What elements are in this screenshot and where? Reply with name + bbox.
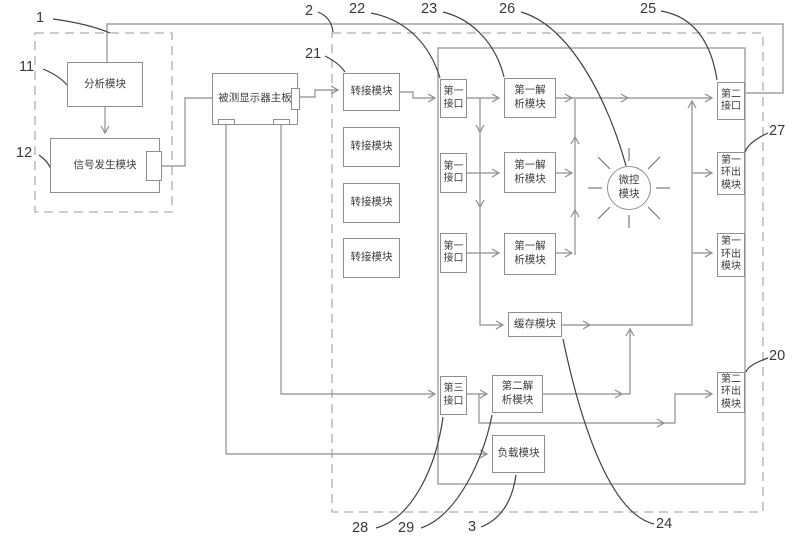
ref-label-28: 28: [352, 520, 369, 536]
first-parser-box-3: 第一解 析模块: [504, 233, 556, 275]
second-loopout-box: 第二 环出 模块: [717, 372, 745, 413]
second-parser-box: 第二解 析模块: [492, 375, 543, 413]
signal-generator-box: 信号发生模块: [50, 138, 160, 193]
first-interface-box-2: 第一 接口: [440, 153, 467, 193]
ref-label-11: 11: [19, 59, 35, 75]
second-interface-box: 第二 接口: [717, 82, 745, 120]
first-interface-box-1: 第一 接口: [440, 79, 467, 118]
ref-label-22: 22: [349, 1, 366, 17]
ref-label-21: 21: [305, 46, 322, 62]
adapter-module-box-1: 转接模块: [343, 73, 400, 111]
ref-label-12: 12: [16, 145, 33, 161]
ref-label-1: 1: [36, 10, 45, 26]
flow-chevrons: [475, 93, 666, 428]
ref-label-3: 3: [468, 519, 477, 535]
first-parser-box-2: 第一解 析模块: [504, 152, 556, 193]
third-interface-box: 第三 接口: [440, 376, 467, 415]
ref-leader-lines: [38, 10, 769, 529]
connector-wires: [100, 23, 784, 459]
ref-label-20: 20: [769, 348, 786, 364]
adapter-module-box-3: 转接模块: [343, 183, 400, 223]
micro-module-spokes: [588, 148, 670, 228]
board-bottom-port-1: [218, 119, 235, 125]
ref-label-27: 27: [769, 123, 786, 139]
first-interface-box-3: 第一 接口: [440, 233, 467, 273]
analysis-module-box: 分析模块: [67, 62, 143, 107]
cache-module-box: 缓存模块: [508, 312, 562, 337]
load-module-box: 负载模块: [492, 435, 545, 473]
signal-output-port: [146, 151, 162, 181]
first-loopout-box-1: 第一 环出 模块: [717, 152, 745, 195]
ref-label-25: 25: [640, 1, 657, 17]
display-board-box: 被测显示器主板: [212, 73, 298, 125]
solid-group-border: [437, 47, 746, 485]
ref-label-26: 26: [499, 1, 516, 17]
first-loopout-box-2: 第一 环出 模块: [717, 233, 745, 277]
micro-control-module-circle: 微控 模块: [607, 166, 651, 210]
ref-label-2: 2: [305, 3, 314, 19]
adapter-module-box-4: 转接模块: [343, 238, 400, 278]
first-parser-box-1: 第一解 析模块: [504, 78, 556, 118]
adapter-module-box-2: 转接模块: [343, 127, 400, 167]
ref-label-24: 24: [656, 516, 673, 532]
ref-label-29: 29: [398, 520, 415, 536]
board-right-port: [291, 88, 300, 110]
dashed-group-borders: [34, 32, 764, 513]
ref-label-23: 23: [421, 1, 438, 17]
board-bottom-port-2: [273, 119, 290, 125]
